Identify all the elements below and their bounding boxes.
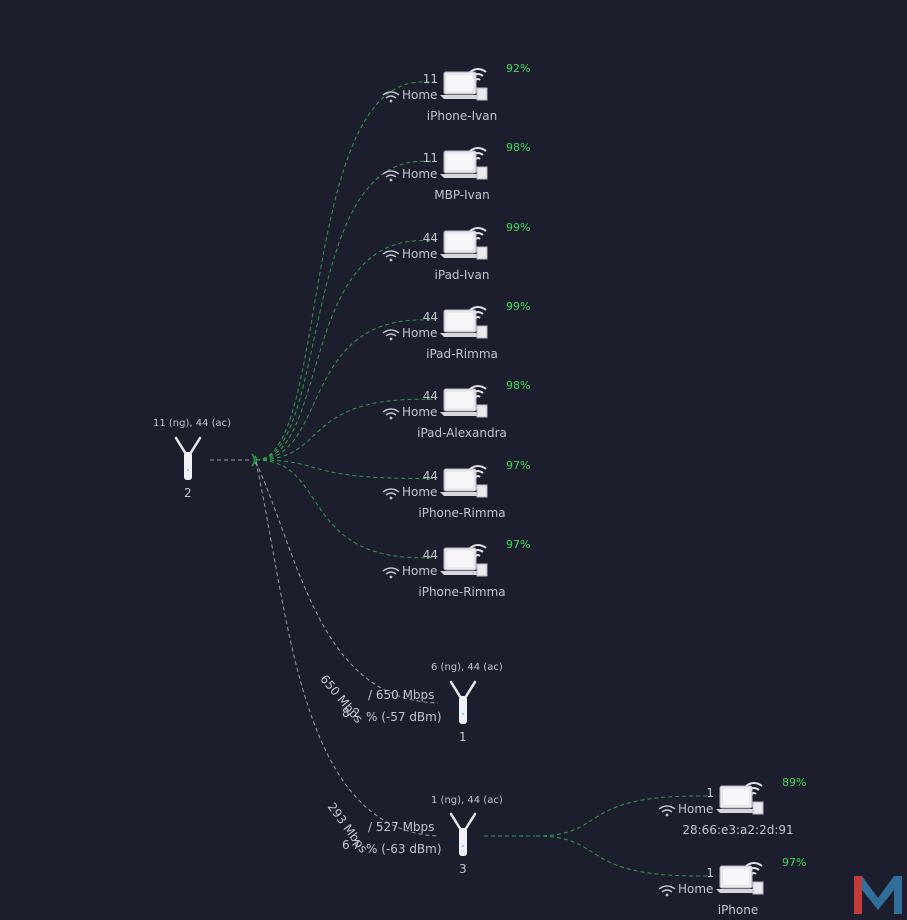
- client-signal: 92%: [506, 62, 531, 75]
- client-signal: 98%: [506, 379, 531, 393]
- ap1-label: 1: [459, 730, 467, 744]
- client-ssid: Home: [678, 802, 714, 816]
- client-ssid: Home: [678, 882, 714, 896]
- client-link-ap2-3: [255, 319, 436, 461]
- client-channel: 44: [422, 309, 438, 324]
- client-channel: 11: [422, 151, 438, 166]
- client-link-ap2-6: [255, 459, 436, 559]
- client-ssid: Home: [402, 167, 438, 182]
- wifi-icon: [382, 329, 400, 341]
- wifi-icon: [382, 170, 400, 182]
- ap1-uplink-signal-value: 82: [342, 706, 364, 720]
- client-name: iPad-Alexandra: [417, 426, 507, 441]
- ap3-uplink-signal-value: 67: [342, 838, 364, 852]
- access-point-icon: [449, 812, 477, 856]
- client-name: iPhone-Ivan: [426, 109, 498, 123]
- uplink-ap1-line: [255, 461, 439, 704]
- client-link-ap2-0: [255, 81, 436, 461]
- ap1-uplink-speed: / 650 Mbps: [368, 688, 435, 702]
- laptop-wifi-icon: [716, 782, 764, 815]
- access-point-icon: [174, 436, 202, 480]
- laptop-wifi-icon: [440, 543, 488, 577]
- client-ssid: Home: [402, 563, 438, 578]
- client-channel: 44: [422, 468, 438, 483]
- ap2-label: 2: [184, 486, 192, 500]
- client-link-ap2-1: [255, 160, 436, 461]
- client-name: 28:66:e3:a2:2d:91: [682, 823, 794, 837]
- client-link-ap2-5: [255, 459, 436, 479]
- client-link-ap3-1: [535, 835, 712, 877]
- m-logo-icon: [854, 876, 902, 914]
- wifi-icon: [382, 91, 400, 103]
- client-channel: 1: [706, 786, 714, 800]
- ap2-node[interactable]: [174, 436, 202, 486]
- client-channel: 44: [422, 547, 438, 562]
- ap3-uplink-speed: / 527 Mbps: [368, 820, 435, 834]
- client-signal: 97%: [506, 458, 531, 472]
- client-link-ap2-4: [255, 398, 436, 461]
- client-ssid: Home: [402, 484, 438, 499]
- client-ssid: Home: [402, 405, 438, 420]
- wifi-icon: [382, 408, 400, 420]
- laptop-wifi-icon: [440, 68, 488, 101]
- client-link-ap2-2: [255, 240, 436, 461]
- ap1-uplink-signal: % (-57 dBm): [366, 710, 442, 724]
- wifi-icon: [658, 885, 676, 897]
- wifi-icon: [382, 249, 400, 261]
- hub-wifi-icon: [251, 453, 258, 467]
- client-name: iPad-Rimma: [426, 346, 498, 361]
- client-ssid: Home: [402, 246, 438, 261]
- client-channel: 11: [422, 72, 438, 86]
- client-link-ap3-0: [535, 795, 712, 837]
- client-signal: 97%: [506, 537, 531, 551]
- client-signal: 89%: [782, 776, 807, 789]
- ap3-channels: 1 (ng), 44 (ac): [431, 795, 503, 806]
- access-point-icon: [449, 680, 477, 724]
- wifi-icon: [382, 487, 400, 499]
- ap1-node[interactable]: [449, 680, 477, 730]
- wifi-icon: [658, 805, 676, 817]
- client-signal: 98%: [506, 141, 531, 155]
- client-ssid: Home: [402, 325, 438, 340]
- client-signal: 99%: [506, 220, 531, 234]
- client-name: iPad-Ivan: [434, 267, 490, 282]
- wifi-icon: [382, 567, 400, 579]
- client-signal: 99%: [506, 299, 531, 313]
- laptop-wifi-icon: [440, 226, 488, 260]
- client-ssid: Home: [402, 88, 438, 102]
- ap2-channels: 11 (ng), 44 (ac): [153, 418, 232, 429]
- laptop-wifi-icon: [440, 147, 488, 180]
- ap3-node[interactable]: [449, 812, 477, 862]
- client-channel: 44: [422, 230, 438, 245]
- laptop-wifi-icon: [440, 464, 488, 497]
- client-signal: 97%: [782, 856, 807, 869]
- laptop-wifi-icon: [440, 385, 488, 418]
- ap1-channels: 6 (ng), 44 (ac): [431, 662, 503, 673]
- client-name: iPhone: [717, 903, 759, 917]
- uplink-ap3-line: [255, 461, 439, 837]
- client-name: MBP-Ivan: [434, 188, 490, 203]
- ap3-uplink-signal: % (-63 dBm): [366, 842, 442, 856]
- laptop-wifi-icon: [440, 305, 488, 339]
- client-channel: 1: [706, 866, 714, 880]
- client-name: iPhone-Rimma: [418, 505, 506, 520]
- laptop-wifi-icon: [716, 862, 764, 895]
- client-name: iPhone-Rimma: [418, 584, 506, 599]
- client-channel: 44: [422, 389, 438, 404]
- ap3-label: 3: [459, 862, 467, 876]
